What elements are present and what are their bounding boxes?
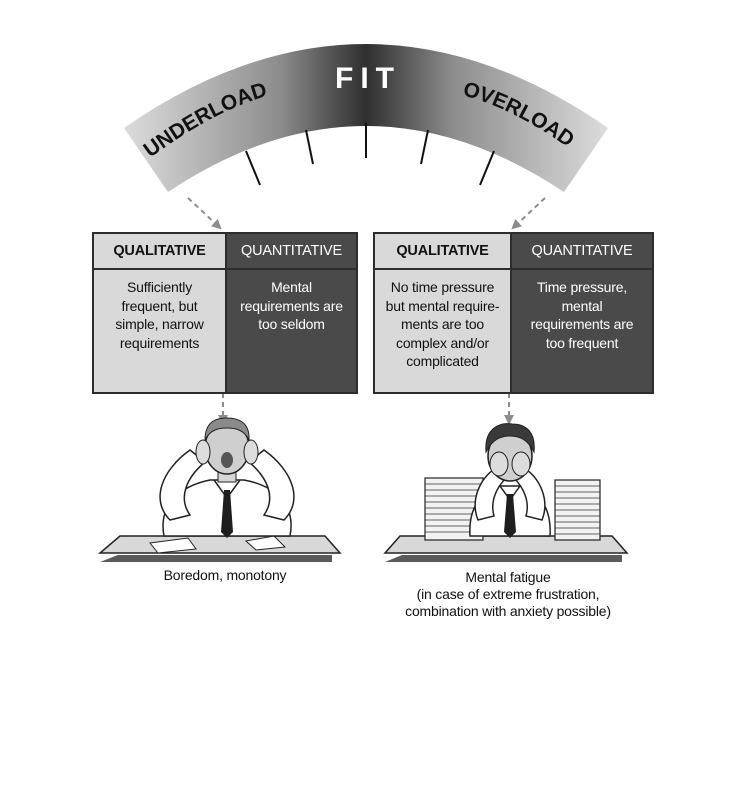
paper-sheet — [244, 535, 287, 551]
overload-box: QUALITATIVE No time pressure but mental … — [373, 232, 654, 394]
underload-quantitative-header: QUANTITATIVE — [227, 234, 356, 270]
gauge-tick — [420, 129, 429, 165]
fatigue-caption-line: Mental fatigue — [465, 569, 551, 585]
underload-qualitative-header: QUALITATIVE — [94, 234, 225, 270]
paper-stack-right — [554, 479, 601, 541]
gauge-tick — [305, 129, 314, 165]
gauge-tick — [479, 150, 495, 186]
underload-quantitative-text: Mental requirements are too seldom — [240, 279, 343, 332]
bored-person-illustration — [97, 417, 342, 562]
fatigue-caption-line: (in case of extreme frustration, — [416, 586, 600, 602]
boredom-caption: Boredom, monotony — [163, 567, 287, 583]
underload-qualitative-text: Sufficiently frequent, but simple, narro… — [115, 279, 204, 351]
tie — [221, 490, 233, 538]
overload-qualitative-text: No time pressure but mental require- men… — [385, 279, 500, 369]
underload-qualitative-column: QUALITATIVE Sufficiently frequent, but s… — [94, 234, 225, 392]
gauge-tick — [245, 150, 261, 186]
overload-qualitative-column: QUALITATIVE No time pressure but mental … — [375, 234, 510, 392]
gauge-arc — [124, 44, 608, 192]
overload-quantitative-text: Time pressure, mental requirements are t… — [530, 279, 634, 351]
fatigued-person-illustration — [383, 423, 629, 562]
arrow-underload — [187, 197, 222, 230]
fatigue-caption-line: combination with anxiety possible) — [405, 603, 611, 619]
arrow-overload — [511, 197, 546, 230]
fatigue-caption: Mental fatigue (in case of extreme frust… — [383, 569, 633, 620]
desk — [97, 535, 342, 554]
paper-sheet — [149, 537, 197, 554]
overload-qualitative-header: QUALITATIVE — [375, 234, 510, 270]
underload-quantitative-column: QUANTITATIVE Mental requirements are too… — [225, 234, 356, 392]
overload-quantitative-column: QUANTITATIVE Time pressure, mental requi… — [510, 234, 652, 392]
underload-box: QUALITATIVE Sufficiently frequent, but s… — [92, 232, 358, 394]
tie — [504, 494, 516, 538]
gauge-center-label: FIT — [335, 62, 401, 95]
overload-quantitative-header: QUANTITATIVE — [512, 234, 652, 270]
